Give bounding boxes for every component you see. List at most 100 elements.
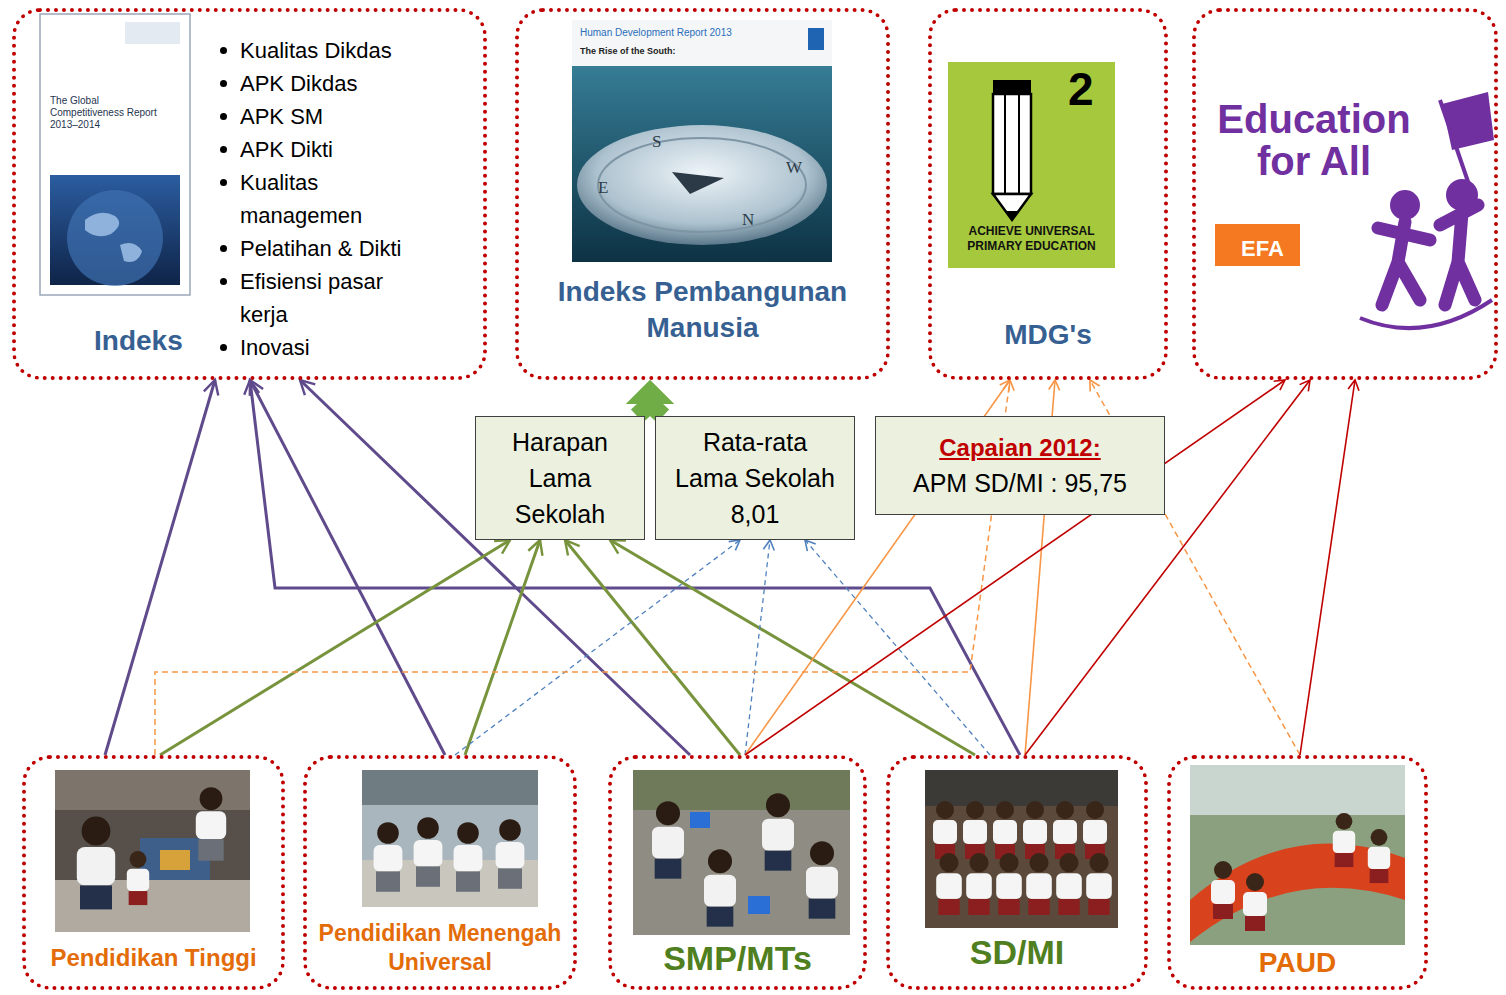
illustration-part [572, 20, 832, 262]
connector [465, 540, 540, 755]
illustration-part [1190, 765, 1405, 815]
connector-line [465, 540, 540, 755]
picture-label: N [742, 210, 754, 230]
photo-higher-education [55, 770, 250, 932]
picture-label: Human Development Report 2013 [580, 27, 780, 38]
photo-junior [633, 770, 850, 935]
indicator-text: Rata-rata Lama Sekolah 8,01 [669, 424, 841, 532]
index-panel: Education for AllEFA [1192, 8, 1498, 380]
picture-label: 2 [1068, 66, 1094, 112]
report-cover [40, 14, 190, 295]
connector-line [105, 380, 215, 755]
connector [565, 540, 740, 755]
mdg-icon [948, 62, 1115, 268]
illustration-part [374, 822, 403, 892]
achievement-value: APM SD/MI : 95,75 [884, 465, 1156, 501]
hdr-cover [572, 20, 832, 262]
indicator-box: Rata-rata Lama Sekolah 8,01 [655, 416, 855, 540]
illustration-part [806, 841, 838, 918]
picture-label: S [652, 132, 661, 152]
level-panel: SMP/MTs [608, 755, 867, 990]
illustration-part [993, 80, 1031, 94]
connector [160, 540, 510, 755]
illustration-part [1026, 853, 1052, 915]
illustration-part [993, 94, 1031, 194]
illustration-part [1056, 853, 1082, 915]
illustration-part [77, 817, 115, 910]
illustration-part [40, 14, 190, 295]
connector [455, 540, 740, 755]
picture-label: W [786, 158, 802, 178]
indicator-box: Harapan Lama Sekolah [475, 416, 645, 540]
level-title: Pendidikan Tinggi [30, 944, 277, 973]
illustration-part [1018, 94, 1020, 194]
connector-line [160, 540, 510, 755]
illustration-part [1211, 861, 1235, 919]
level-panel: PAUD [1167, 755, 1428, 990]
illustration-part [1053, 801, 1077, 859]
level-panel: SD/MI [886, 755, 1148, 990]
level-title: PAUD [1175, 947, 1420, 979]
illustration-part [55, 770, 250, 932]
illustration-part [993, 801, 1017, 859]
illustration-part [633, 770, 850, 935]
illustration-part [1360, 300, 1492, 328]
connector [300, 380, 690, 755]
illustration-part [1368, 829, 1390, 883]
illustration-part [577, 125, 827, 245]
connector-line [745, 540, 770, 755]
connector-line [565, 540, 740, 755]
connector [626, 380, 674, 416]
bullet-item: APK Dikti [214, 133, 429, 166]
illustration-part [1243, 873, 1267, 931]
bullet-list: Kualitas DikdasAPK DikdasAPK SMAPK Dikti… [214, 34, 429, 364]
arrow-head [626, 380, 674, 404]
panel-title: MDG's [942, 317, 1154, 353]
illustration-part [1023, 801, 1047, 859]
index-panel: Indeks Pembangunan Manusia [515, 8, 890, 380]
level-title: SD/MI [894, 933, 1140, 972]
connector [105, 380, 215, 755]
illustration-part [1215, 224, 1300, 266]
illustration-part [1442, 92, 1494, 150]
picture-label: The Global Competitiveness Report 2013–2… [50, 95, 175, 131]
picture-label: ACHIEVE UNIVERSAL PRIMARY EDUCATION [955, 224, 1108, 254]
illustration-part [1390, 190, 1420, 220]
photo-secondary [362, 770, 538, 907]
illustration-part [966, 853, 992, 915]
bullet-item: Inovasi [214, 331, 429, 364]
panel-title: Indeks [94, 325, 183, 357]
picture-label: E [598, 178, 608, 198]
panel-title: Indeks Pembangunan Manusia [534, 274, 871, 347]
illustration-part [925, 770, 1118, 928]
illustration-part [85, 213, 142, 262]
illustration-part [690, 812, 710, 828]
logo-text: Education for All [1209, 98, 1419, 182]
achievement-heading: Capaian 2012: [884, 431, 1156, 465]
index-panel: Indeks Kualitas DikdasAPK DikdasAPK SMAPK… [12, 8, 487, 380]
illustration-part [196, 787, 226, 860]
indicator-text: Harapan Lama Sekolah [490, 424, 630, 532]
picture-label: The Rise of the South: [580, 46, 780, 56]
illustration-part [1190, 765, 1405, 945]
connector [1300, 380, 1355, 755]
illustration-part [50, 175, 180, 285]
bullet-item: APK SM [214, 100, 429, 133]
illustration-part [125, 22, 180, 44]
illustration-part [127, 851, 149, 905]
illustration-part [160, 850, 190, 870]
illustration-part [1333, 813, 1355, 867]
illustration-part [1378, 222, 1430, 305]
photo-early-childhood [1190, 765, 1405, 945]
illustration-part [996, 853, 1022, 915]
illustration-part [1086, 853, 1112, 915]
illustration-part [1083, 801, 1107, 859]
achievement-box: Capaian 2012:APM SD/MI : 95,75 [875, 416, 1165, 515]
illustration-part [572, 20, 832, 66]
illustration-part [1440, 205, 1478, 305]
illustration-part [1006, 211, 1018, 220]
illustration-part [362, 770, 538, 907]
connector [626, 380, 674, 416]
photo-primary [925, 770, 1118, 928]
illustration-part [704, 849, 736, 926]
